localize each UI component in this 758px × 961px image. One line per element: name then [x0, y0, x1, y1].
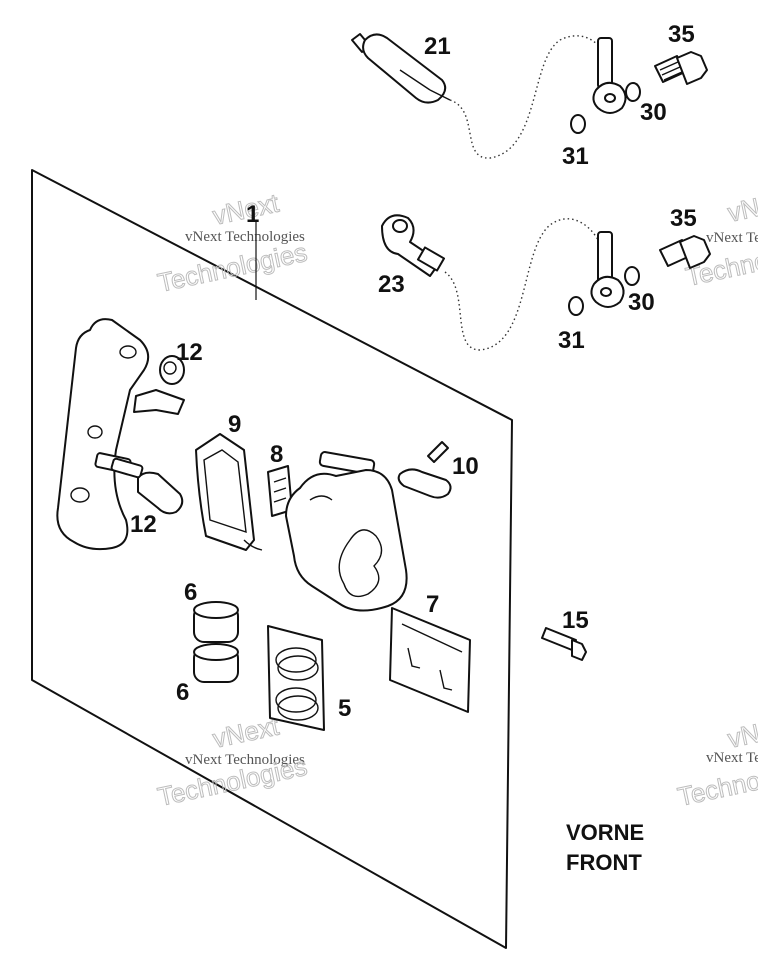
- callout-21: 21: [424, 33, 451, 60]
- banjo-fitting-top: [592, 37, 627, 114]
- callout-31-top: 31: [562, 143, 589, 170]
- washer-31-middle: [568, 296, 584, 316]
- callout-30-middle: 30: [628, 289, 655, 316]
- callout-5: 5: [338, 695, 351, 722]
- svg-text:vNext: vNext: [725, 711, 758, 754]
- callout-12-bottom: 12: [130, 511, 157, 538]
- part-5-seal-kit: [267, 625, 325, 731]
- part-8-pad-spring: [267, 465, 293, 517]
- callout-30-top: 30: [640, 99, 667, 126]
- direction-label-front: FRONT: [566, 850, 642, 875]
- part-15-bolt: [541, 627, 587, 661]
- callout-6-top: 6: [184, 579, 197, 606]
- washer-31-top: [570, 114, 586, 134]
- svg-text:vNext Technologies: vNext Technologies: [706, 230, 758, 246]
- watermark-top: vNext vNext Technologies Technologies: [155, 187, 311, 298]
- watermark-right-bottom: vNext vNext Technologies Technologies: [675, 710, 758, 812]
- part-23-brake-hose-banjo: [381, 214, 446, 277]
- callout-1: 1: [246, 201, 259, 228]
- part-35-banjo-bolt-middle: [659, 235, 711, 269]
- caliper-body: [285, 451, 408, 612]
- callout-35-middle: 35: [670, 205, 697, 232]
- part-21-brake-hose-end: [351, 33, 451, 104]
- mounting-board: [31, 169, 513, 949]
- part-6-pistons: [193, 601, 239, 683]
- part-12-guide-pin: [110, 457, 184, 515]
- svg-text:vNext Technologies: vNext Technologies: [185, 752, 305, 768]
- callout-15: 15: [562, 607, 589, 634]
- part-12-boot-top: [133, 355, 185, 415]
- callout-23: 23: [378, 271, 405, 298]
- callout-8: 8: [270, 441, 283, 468]
- part-35-banjo-bolt-top: [654, 51, 708, 85]
- banjo-fitting-middle: [590, 231, 625, 308]
- svg-text:vNext Technologies: vNext Technologies: [706, 750, 758, 766]
- hose-line-top: [449, 35, 601, 159]
- callout-35-top: 35: [668, 21, 695, 48]
- washer-30-middle: [624, 266, 640, 286]
- callout-31-middle: 31: [558, 327, 585, 354]
- part-9-brake-pad: [195, 433, 263, 551]
- direction-label-vorne: VORNE: [566, 820, 644, 845]
- svg-text:vNext: vNext: [725, 185, 758, 228]
- callout-7: 7: [426, 591, 439, 618]
- svg-text:vNext Technologies: vNext Technologies: [185, 229, 305, 245]
- callout-10: 10: [452, 453, 479, 480]
- callout-6-bottom: 6: [176, 679, 189, 706]
- part-10-bleed-valve: [397, 441, 452, 499]
- callout-12-top: 12: [176, 339, 203, 366]
- callout-9: 9: [228, 411, 241, 438]
- part-7-pin-kit: [389, 607, 471, 713]
- washer-30-top: [625, 82, 641, 102]
